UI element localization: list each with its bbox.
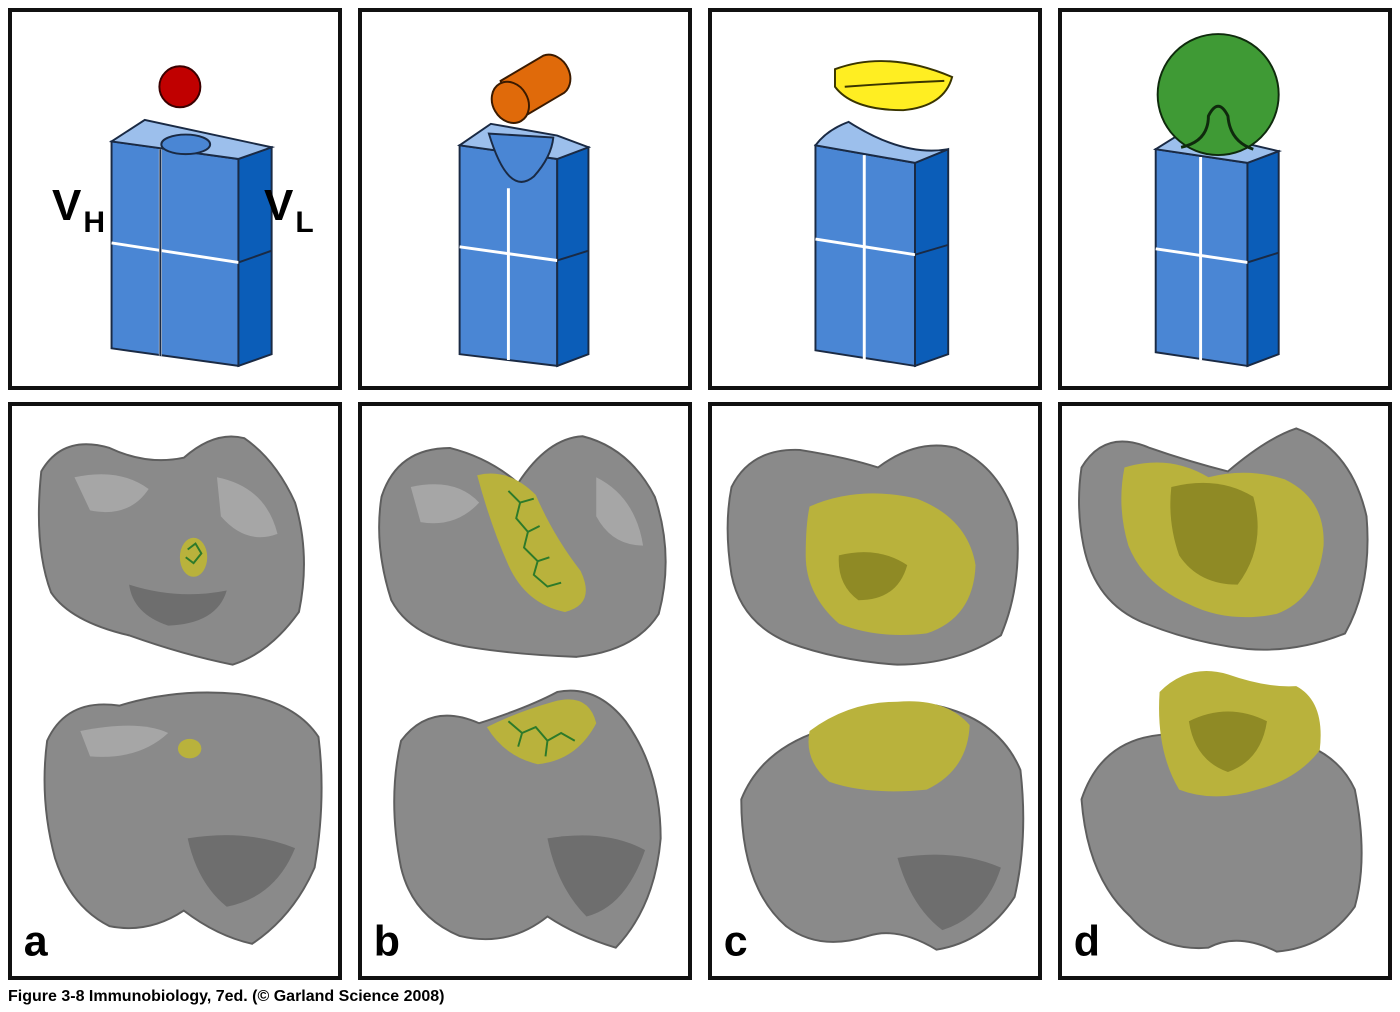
surface-panel-b: b	[358, 402, 692, 980]
shallow-pocket	[160, 133, 212, 156]
antigen-lens	[834, 60, 954, 112]
antigen-protrusion	[1180, 104, 1254, 151]
surface-a-svg: a	[24, 435, 323, 966]
panel-letter-a: a	[24, 918, 49, 966]
ligand-peptide	[507, 490, 562, 588]
schematic-panel-a: VH VL	[8, 8, 342, 390]
vh-label: VH	[52, 181, 106, 239]
surface-d-svg: d	[1074, 427, 1369, 966]
panel-letter-b: b	[374, 918, 400, 966]
schematic-a-svg	[108, 65, 276, 368]
vl-domain-side	[914, 147, 950, 368]
schematic-b-svg	[456, 53, 592, 368]
schematic-d-svg	[1152, 33, 1283, 368]
antigen-cylinder	[490, 53, 572, 124]
panel-letter-d: d	[1074, 918, 1100, 966]
schematic-c-svg	[813, 60, 954, 368]
contact-groove-side	[486, 699, 597, 765]
schematic-panel-c	[708, 8, 1042, 390]
groove-cavity	[487, 132, 555, 183]
figure-caption: Figure 3-8 Immunobiology, 7ed. (© Garlan…	[8, 988, 445, 1005]
contact-pocket-small-side	[177, 738, 202, 759]
surface-c-svg: c	[724, 444, 1025, 966]
ligand-peptide-side	[507, 720, 576, 757]
antigen-large-sphere	[1156, 33, 1280, 157]
antibody-surface-top-view	[37, 435, 305, 666]
panel-letter-c: c	[724, 918, 748, 966]
contact-groove	[477, 473, 586, 612]
antigen-small-sphere	[158, 65, 202, 109]
ligand-small	[185, 542, 203, 565]
surface-b-svg: b	[374, 435, 667, 966]
contact-surface-broad-side	[808, 701, 970, 792]
schematic-panel-b	[358, 8, 692, 390]
surface-panel-d: d	[1058, 402, 1392, 980]
vl-label: VL	[264, 181, 314, 239]
contact-pocket-small	[179, 537, 208, 577]
surface-panel-c: c	[708, 402, 1042, 980]
surface-panel-a: a	[8, 402, 342, 980]
broad-surface-top	[813, 120, 949, 164]
schematic-panel-d	[1058, 8, 1392, 390]
